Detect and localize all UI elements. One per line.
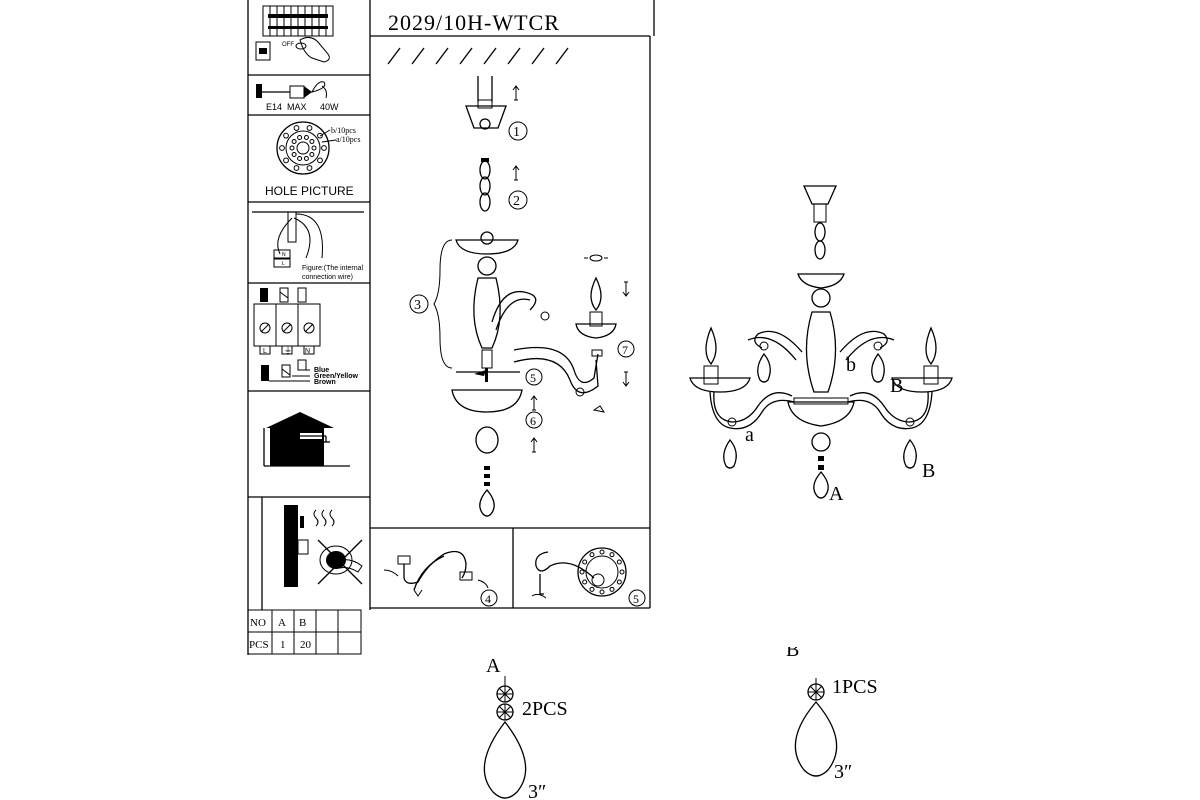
hole-dot [317, 157, 323, 164]
hole-dot [579, 569, 585, 575]
assembled-label-A: A [829, 483, 844, 505]
arm-attach-detail [383, 550, 489, 597]
wiring-caption-line2: connection wire) [302, 274, 353, 281]
hole-dot [279, 145, 285, 151]
hole-dot [599, 549, 605, 555]
plate-attach-detail [531, 547, 627, 599]
terminal-label-L: L [263, 348, 267, 355]
hole-dot [291, 139, 297, 145]
hole-label-a: a/10pcs [336, 135, 360, 144]
terminal-label-N: N [305, 348, 310, 355]
assembled-chandelier-diagram [689, 185, 953, 499]
bulb-wattage: 40W [320, 102, 339, 112]
crystal-B-count: 1PCS [832, 676, 878, 698]
parts-table [247, 609, 362, 655]
assembled-label-b: b [846, 354, 856, 376]
step-7-label: 7 [622, 343, 628, 357]
bulb-type: E14 [266, 102, 282, 112]
internal-wiring-icon: N L [252, 211, 364, 268]
hole-dot [582, 579, 588, 585]
step-markers [409, 121, 646, 607]
hole-dot [321, 145, 327, 151]
assembled-label-a: a [745, 424, 754, 446]
hole-dot [311, 145, 317, 151]
crystal-B-size: 3″ [834, 761, 852, 783]
step-6-label: 6 [530, 414, 536, 428]
switch-off-label: OFF [282, 42, 294, 48]
wire-color-blue: Blue [314, 367, 329, 374]
step-5-detail-label: 5 [633, 592, 639, 606]
step-1-label: 1 [513, 125, 520, 140]
hole-dot [283, 157, 289, 164]
hole-dot [283, 132, 289, 139]
crystal-A-count: 2PCS [522, 698, 568, 720]
assembled-label-B-bottom: B [922, 460, 935, 482]
wiring-caption-line1: Figure:(The internal [302, 265, 364, 272]
svg-text:N: N [282, 252, 286, 258]
hole-dot [306, 165, 313, 171]
svg-text:L: L [282, 261, 285, 267]
hole-dot [589, 586, 595, 592]
table-cell-a-pcs: 1 [280, 639, 286, 651]
hole-dot [303, 135, 309, 141]
hole-dot [291, 151, 297, 157]
table-row-label-pcs: PCS [249, 639, 269, 651]
crystal-A-label: A [486, 655, 501, 677]
step-5-label: 5 [530, 371, 536, 385]
hole-dot [616, 579, 622, 585]
hole-dot [309, 151, 315, 157]
hole-dot [289, 145, 295, 151]
crystal-B-diagram [794, 678, 838, 777]
indoor-use-house-icon [263, 412, 350, 467]
hole-dot [293, 165, 300, 171]
power-switch-icon: OFF [255, 5, 334, 63]
hole-dot [303, 155, 309, 161]
table-header-b: B [299, 617, 306, 629]
hole-dot [582, 559, 588, 565]
hole-dot [297, 155, 303, 161]
exploded-chandelier-diagram [433, 76, 630, 517]
assembly-frame [370, 0, 655, 609]
bulb-max-label: MAX [287, 102, 307, 112]
table-header-a: A [278, 617, 286, 629]
hole-dot [297, 135, 303, 141]
hole-plate-icon [276, 121, 337, 175]
assembled-label-B-top: B [890, 375, 903, 397]
hole-label-b: b/10pcs [331, 126, 356, 135]
table-cell-b-pcs: 20 [300, 639, 312, 651]
crystal-A-size: 3″ [528, 781, 546, 800]
ceiling-hatch-icon [387, 47, 569, 65]
terminal-block-icon [253, 287, 321, 382]
no-touch-hot-icon [284, 505, 363, 587]
hole-dot [317, 132, 323, 139]
ground-symbol: ⏚ [284, 346, 292, 355]
hole-dot [616, 559, 622, 565]
hole-picture-caption: HOLE PICTURE [265, 184, 354, 198]
hole-dot [309, 139, 315, 145]
bulb-icon [256, 81, 327, 99]
table-header-no: NO [250, 617, 266, 629]
hole-dot [306, 125, 313, 131]
hole-dot [589, 552, 595, 558]
hole-dot [619, 569, 625, 575]
wire-color-brown: Brown [314, 379, 336, 386]
wire-color-green-yellow: Green/Yellow [314, 373, 359, 380]
step-4-label: 4 [485, 592, 491, 606]
step-3-label: 3 [414, 298, 421, 313]
model-number: 2029/10H-WTCR [388, 10, 560, 35]
step-2-label: 2 [513, 194, 520, 209]
hole-dot [293, 125, 300, 131]
crystal-A-diagram [483, 676, 527, 799]
hole-dot [599, 589, 605, 595]
sidebar-panels [247, 0, 371, 655]
hole-dot [609, 586, 615, 592]
hole-dot [609, 552, 615, 558]
